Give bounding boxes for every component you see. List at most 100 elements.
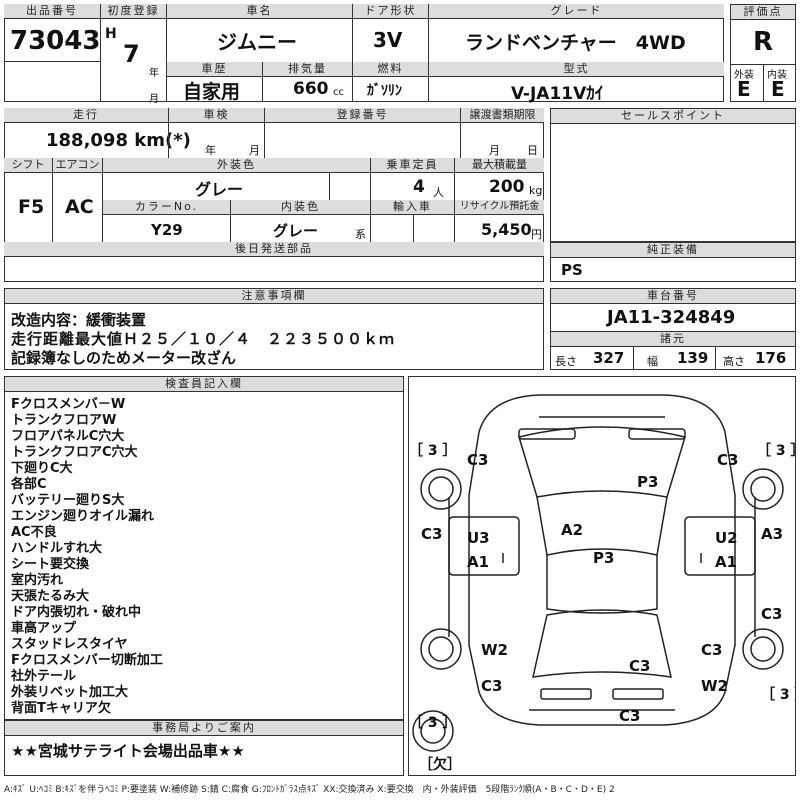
- tire-rr: [742, 628, 784, 670]
- damage-mark: C3: [619, 707, 640, 725]
- damage-mark: C3: [421, 525, 442, 543]
- inspector-line: 各部C: [11, 477, 47, 492]
- spec-title: 諸元: [551, 331, 795, 347]
- spec-div: [633, 347, 634, 369]
- disp-unit: cc: [333, 87, 344, 98]
- month-unit: 月: [149, 94, 159, 105]
- inspector-line: 社外テール: [11, 669, 77, 684]
- history: 自家用: [183, 81, 241, 103]
- displacement: 660: [293, 79, 329, 99]
- ext-score: E: [737, 77, 751, 101]
- office-title: 事務局よりご案内: [5, 721, 403, 736]
- seats-label: 乗車定員: [371, 158, 454, 173]
- fuel: ｶﾞｿﾘﾝ: [367, 83, 402, 99]
- damage-mark: W2: [701, 677, 728, 695]
- wid-label: 幅: [647, 355, 658, 368]
- notes-title: 注意事項欄: [5, 289, 543, 304]
- model-cell: 車名 ジムニー: [166, 4, 352, 62]
- door-type: 3V: [373, 28, 403, 52]
- damage-mark: U2: [715, 529, 738, 547]
- equip-title: 純正装備: [551, 243, 795, 258]
- fuel-cell: 燃料 ｶﾞｿﾘﾝ: [352, 62, 428, 102]
- history-cell: 車歴 自家用: [166, 62, 262, 103]
- diagram-box: ［ 3 ］ ［ 3 ］ ［ 3 ］ ［ 3 ］ ［欠］ C3 C3 P3 C3 …: [408, 376, 796, 776]
- model-label: 車名: [167, 4, 352, 19]
- rear-window: [532, 609, 672, 678]
- damage-mark: U3: [467, 529, 490, 547]
- tr-month: 月: [489, 144, 500, 157]
- sales-box: セールスポイント: [550, 108, 796, 242]
- insp-month: 月: [249, 144, 260, 157]
- score-cell: 評価点 R 外装 内装 E E: [730, 4, 796, 102]
- equip-value: PS: [561, 261, 583, 279]
- damage-mark: A2: [561, 521, 583, 539]
- color-cell: 外装色 グレー: [102, 158, 370, 200]
- office-message: ★★宮城サテライト会場出品車★★: [11, 742, 245, 760]
- colorno-label: カラーNo.: [103, 200, 230, 215]
- tire-fl: [420, 468, 462, 510]
- fuel-label: 燃料: [353, 62, 428, 77]
- width: 139: [677, 349, 709, 367]
- seats-cell: 乗車定員 4 人: [370, 158, 454, 200]
- damage-mark: W2: [481, 641, 508, 659]
- first-reg-cell: 初度登録 H 7 年 月: [100, 4, 166, 105]
- inspector-line: 室内汚れ: [11, 573, 64, 588]
- height: 176: [755, 349, 787, 367]
- inspector-line: ハンドルすれ大: [11, 541, 103, 556]
- inspector-line: ドア内張切れ・破れ中: [11, 605, 142, 620]
- later-label: 後日発送部品: [4, 242, 544, 257]
- spare-status: ［欠］: [419, 756, 461, 773]
- shift-cell: シフト F5: [4, 158, 52, 242]
- reg-cell: 登録番号: [264, 108, 460, 158]
- inspector-line: AC不良: [11, 525, 57, 540]
- sales-title: セールスポイント: [551, 109, 795, 124]
- inspector-line: 下廻りC大: [11, 461, 73, 476]
- int-score: E: [771, 77, 785, 101]
- era: H: [105, 26, 117, 42]
- score: R: [753, 27, 774, 57]
- load-cell: 最大積載量 200 kg: [454, 158, 544, 200]
- inspector-line: 外装リベット加工大: [11, 685, 129, 700]
- office-box: 事務局よりご案内 ★★宮城サテライト会場出品車★★: [4, 720, 404, 776]
- color: グレー: [195, 180, 244, 199]
- grade: ランドベンチャー 4WD: [465, 32, 686, 54]
- recycle-label: リサイクル預託金: [455, 200, 544, 215]
- damage-mark: A3: [761, 525, 783, 543]
- inspector-line: スタッドレスタイヤ: [11, 637, 128, 652]
- inspector-line: エンジン廻りオイル漏れ: [11, 509, 155, 524]
- inspector-line: トランクフロアW: [11, 413, 117, 428]
- spec-header: 諸元: [551, 331, 795, 347]
- chassis-number: JA11-324849: [607, 307, 736, 328]
- grade-label: グレード: [429, 4, 724, 19]
- reg-year: 7: [123, 40, 140, 68]
- inspector-line: 背面Tキャリア欠: [11, 701, 111, 716]
- disp-cell: 排気量 660 cc: [262, 62, 352, 102]
- inspector-line: シート要交換: [11, 557, 90, 572]
- seats: 4: [413, 177, 425, 197]
- notes-box: 注意事項欄 改造内容：緩衝装置 走行距離最大値Ｈ２５／１０／４ ２２３５００ｋｍ…: [4, 288, 544, 370]
- tire-count: ［ 3 ］: [409, 442, 457, 459]
- transfer-label: 譲渡書類期限: [461, 108, 544, 123]
- spare-tire: [412, 710, 454, 752]
- recycle-unit: 円: [531, 228, 542, 241]
- colorno-cell: カラーNo. Y29: [102, 200, 230, 242]
- damage-mark: C3: [467, 451, 488, 469]
- inspector-line: Fクロスメンバー切断加工: [11, 653, 163, 668]
- shift: F5: [18, 196, 45, 218]
- lot-number: 73043: [10, 26, 101, 56]
- inspection-label: 車検: [169, 108, 264, 123]
- damage-mark: C3: [701, 641, 722, 659]
- equip-box: 純正装備 PS: [550, 242, 796, 282]
- lot-label: 出品番号: [4, 4, 100, 19]
- damage-mark: A1: [715, 553, 737, 571]
- disp-label: 排気量: [263, 62, 352, 77]
- ac: AC: [65, 196, 94, 218]
- seats-unit: 人: [433, 186, 444, 199]
- windshield: [518, 426, 686, 498]
- damage-mark: C3: [629, 657, 650, 675]
- recycle: 5,450: [481, 220, 532, 239]
- len-label: 長さ: [555, 355, 577, 368]
- car-outline: [468, 394, 736, 726]
- insp-year: 年: [205, 144, 216, 157]
